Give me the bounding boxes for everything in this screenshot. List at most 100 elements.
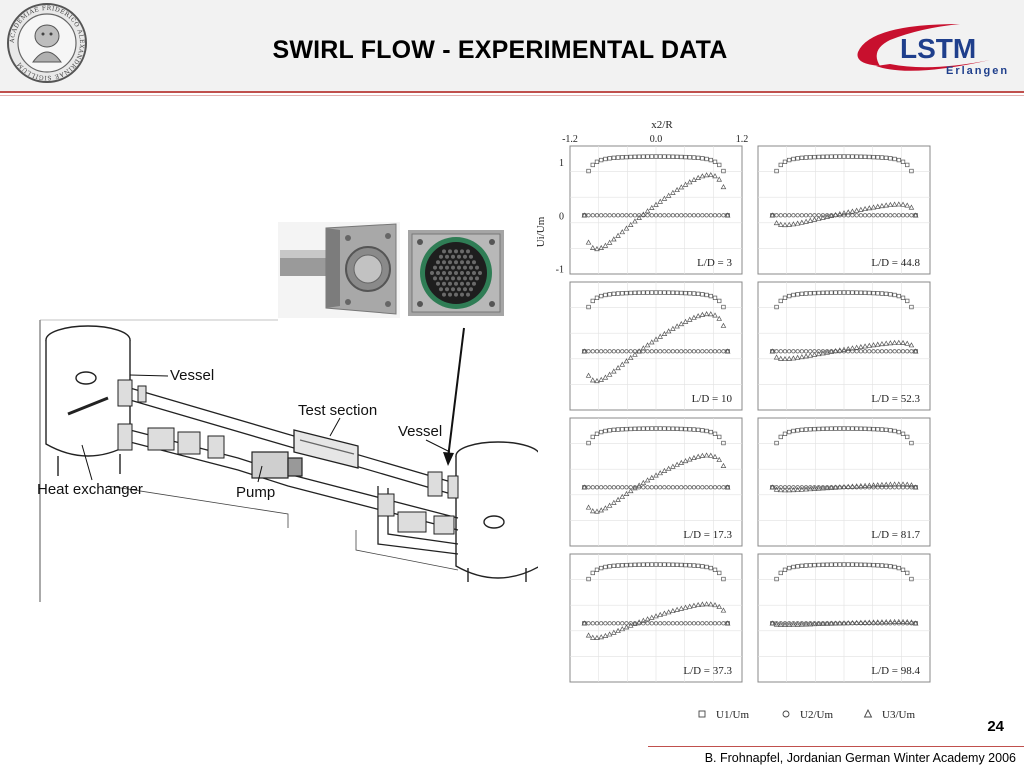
marker-u1	[658, 290, 663, 295]
marker-u1	[888, 428, 893, 433]
marker-u2	[846, 349, 851, 354]
marker-u3	[866, 342, 873, 348]
honeycomb-cell	[442, 260, 446, 265]
marker-u2	[607, 213, 612, 218]
marker-u1	[837, 290, 842, 295]
marker-u1	[808, 291, 813, 296]
marker-u1	[875, 291, 880, 296]
marker-u2	[679, 485, 684, 490]
marker-u3	[598, 634, 604, 640]
honeycomb-cell	[466, 281, 470, 286]
panel-markers	[769, 562, 919, 627]
marker-u3	[824, 485, 830, 491]
marker-u3	[716, 176, 723, 182]
marker-u1	[774, 440, 779, 446]
marker-u3	[815, 215, 822, 221]
marker-u3	[611, 629, 617, 635]
marker-u1	[721, 576, 726, 582]
marker-u3	[904, 340, 911, 346]
marker-u1	[683, 154, 688, 160]
marker-u1	[620, 155, 625, 160]
marker-u2	[879, 485, 884, 490]
marker-u1	[875, 155, 880, 160]
panel-label: L/D = 10	[692, 393, 733, 405]
marker-u2	[628, 621, 633, 626]
marker-u2	[787, 485, 792, 490]
marker-u1	[795, 156, 800, 161]
marker-u1	[816, 562, 821, 568]
marker-u3	[820, 620, 826, 626]
marker-u1	[888, 564, 893, 569]
honeycomb-cell	[463, 265, 467, 270]
marker-u1	[841, 426, 847, 431]
marker-u3	[891, 339, 898, 345]
marker-u3	[606, 371, 613, 377]
marker-u2	[909, 213, 914, 218]
page-number: 24	[987, 718, 1004, 735]
marker-u1	[658, 426, 663, 431]
honeycomb-cell	[442, 281, 446, 286]
marker-u1	[787, 293, 792, 299]
honeycomb-cell	[469, 287, 473, 292]
marker-u3	[644, 616, 651, 622]
marker-u2	[812, 485, 817, 490]
marker-u3	[828, 212, 835, 218]
honeycomb-cell	[433, 276, 437, 281]
marker-u2	[611, 213, 616, 218]
honeycomb-cell	[457, 265, 461, 270]
marker-u1	[905, 162, 910, 168]
marker-u1	[846, 290, 851, 295]
marker-u3	[589, 508, 596, 514]
honeycomb-cell	[460, 249, 464, 254]
honeycomb-cell	[460, 281, 464, 286]
marker-u1	[615, 155, 621, 160]
marker-u2	[683, 621, 688, 626]
marker-u3	[674, 606, 680, 612]
y-axis-label: Ui/Um	[535, 216, 547, 247]
marker-u3	[606, 239, 613, 245]
marker-u1	[871, 426, 876, 432]
honeycomb-cell	[442, 292, 446, 297]
marker-u2	[696, 349, 701, 354]
honeycomb-cell	[472, 271, 476, 275]
marker-u1	[782, 567, 788, 572]
marker-u2	[590, 485, 595, 490]
marker-u3	[904, 619, 911, 625]
marker-u1	[649, 154, 654, 159]
marker-u3	[904, 202, 911, 208]
marker-u2	[603, 621, 608, 626]
marker-u2	[670, 485, 675, 490]
marker-u2	[791, 213, 796, 218]
legend-marker-square	[698, 710, 706, 718]
marker-u2	[778, 213, 783, 218]
marker-u3	[657, 470, 664, 476]
marker-u2	[778, 485, 783, 490]
marker-u1	[892, 564, 897, 570]
marker-u1	[679, 290, 684, 296]
honeycomb-cell	[448, 249, 452, 254]
marker-u3	[769, 484, 776, 490]
honeycomb-cell	[445, 265, 449, 270]
header-divider	[0, 91, 1024, 93]
marker-u1	[850, 426, 855, 431]
marker-u3	[674, 186, 680, 193]
marker-u1	[871, 154, 876, 160]
marker-u3	[724, 348, 731, 354]
marker-u2	[900, 485, 906, 490]
marker-u2	[645, 349, 650, 354]
marker-u1	[674, 290, 680, 295]
marker-u1	[812, 562, 817, 568]
marker-u2	[683, 349, 688, 354]
marker-u2	[892, 213, 897, 218]
marker-u1	[778, 434, 783, 440]
marker-u3	[832, 211, 839, 218]
marker-u1	[896, 293, 901, 299]
honeycomb-cell	[439, 276, 443, 281]
marker-u1	[829, 562, 834, 567]
marker-u2	[611, 485, 616, 490]
marker-u3	[769, 348, 776, 354]
marker-u3	[786, 355, 792, 361]
marker-u2	[620, 485, 625, 490]
marker-u1	[708, 565, 713, 571]
profile-panel: L/D = 52.3	[757, 281, 931, 411]
